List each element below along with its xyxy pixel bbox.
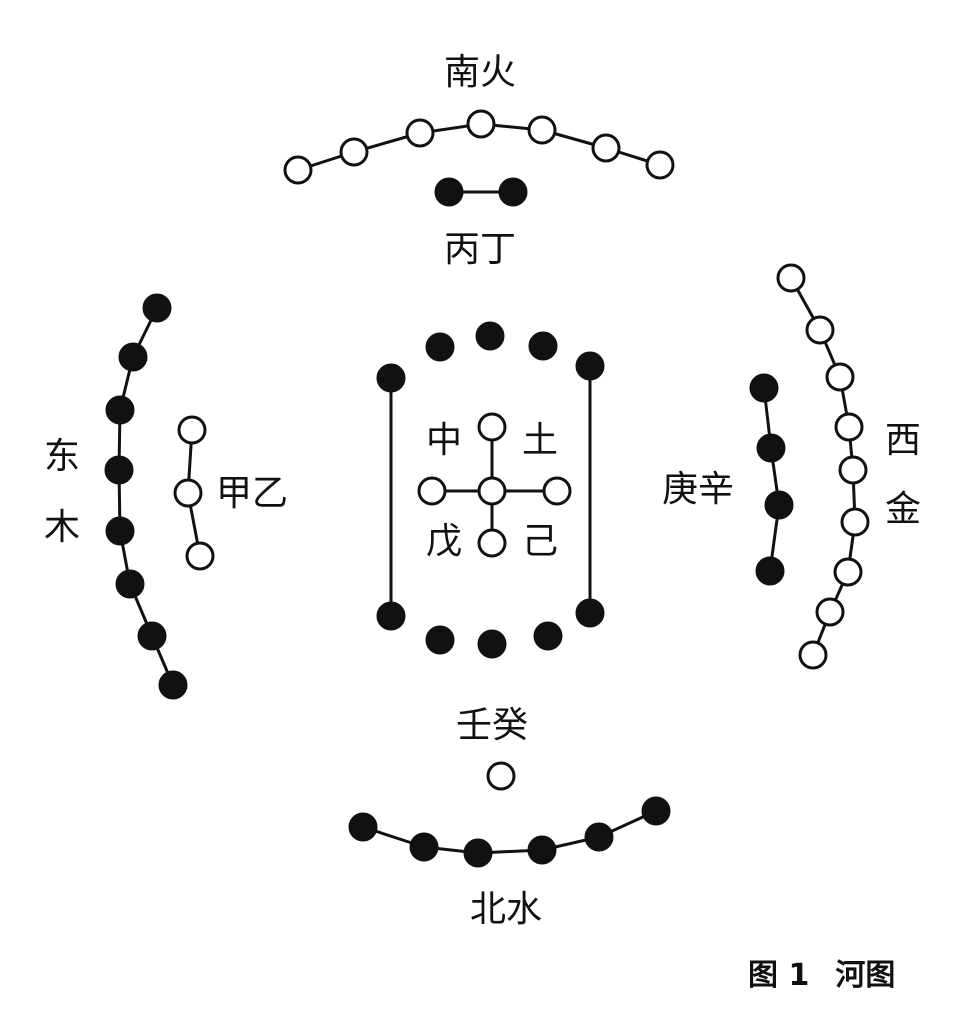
east-eight-dot: [142, 293, 172, 323]
label-jia-yi: 甲乙: [215, 473, 289, 514]
center-cross-dot: [477, 412, 507, 442]
west-nine-dot: [833, 557, 863, 587]
west-four-dot: [749, 373, 779, 403]
center-top-row-dot: [475, 321, 505, 351]
west-nine-dot: [805, 315, 835, 345]
east-three-dot: [177, 415, 207, 445]
east-eight-dot: [137, 621, 167, 651]
figure-caption: 图 1 河图: [748, 961, 895, 991]
east-three-dot: [173, 478, 203, 508]
south-two-dot: [498, 177, 528, 207]
west-nine-dot: [834, 412, 864, 442]
south-seven-dot: [645, 150, 675, 180]
west-nine-dot: [825, 362, 855, 392]
east-three-dot: [185, 541, 215, 571]
label-south-fire: 南火: [443, 52, 517, 93]
east-eight-dot: [115, 569, 145, 599]
center-frame-dot: [376, 601, 406, 631]
center-top-row-dot: [425, 332, 455, 362]
north-six-dot: [641, 796, 671, 826]
east-eight-dot: [158, 670, 188, 700]
center-cross-dot: [542, 476, 572, 506]
north-six-dot: [527, 835, 557, 865]
east-eight-dot: [118, 342, 148, 372]
center-cross-dot: [477, 476, 507, 506]
south-two-dot: [434, 177, 464, 207]
south-seven-dot: [527, 115, 557, 145]
west-nine-dot: [776, 263, 806, 293]
north-six-dot: [348, 812, 378, 842]
west-four-dot: [755, 556, 785, 586]
label-west: 西: [884, 420, 922, 461]
center-bottom-row-dot: [477, 629, 507, 659]
west-four-dot: [756, 433, 786, 463]
east-eight-dot: [105, 395, 135, 425]
label-center-tu: 土: [521, 420, 559, 461]
center-bottom-row-dot: [425, 625, 455, 655]
center-frame-dot: [575, 598, 605, 628]
west-four-dot: [764, 490, 794, 520]
west-nine-dot: [840, 507, 870, 537]
center-frame-dot: [575, 351, 605, 381]
south-seven-dot: [339, 137, 369, 167]
figure-number: 图 1: [748, 958, 810, 993]
label-geng-xin: 庚辛: [661, 469, 735, 510]
south-seven-dot: [466, 109, 496, 139]
north-six-dot: [409, 832, 439, 862]
center-frame-dot: [376, 363, 406, 393]
north-one-dot: [486, 761, 516, 791]
label-east: 东: [43, 436, 81, 477]
west-nine-dot: [798, 640, 828, 670]
north-six-dot: [584, 822, 614, 852]
center-bottom-row-dot: [533, 621, 563, 651]
west-nine-dot: [815, 597, 845, 627]
label-center-zhong: 中: [425, 420, 463, 461]
south-seven-dot: [283, 155, 313, 185]
label-metal: 金: [884, 489, 922, 530]
label-center-ji: 己: [521, 521, 559, 562]
center-top-row-dot: [528, 331, 558, 361]
center-cross-dot: [417, 476, 447, 506]
label-bing-ding: 丙丁: [443, 229, 517, 270]
west-nine-dot: [838, 455, 868, 485]
figure-title: 河图: [835, 958, 896, 993]
label-center-wu: 戊: [425, 521, 463, 562]
label-north-water: 北水: [469, 889, 543, 930]
label-ren-gui: 壬癸: [455, 705, 529, 746]
north-six-dot: [463, 838, 493, 868]
label-wood: 木: [43, 507, 81, 548]
east-eight-dot: [104, 455, 134, 485]
center-cross-dot: [477, 528, 507, 558]
south-seven-dot: [591, 133, 621, 163]
east-eight-dot: [105, 516, 135, 546]
south-seven-dot: [405, 118, 435, 148]
